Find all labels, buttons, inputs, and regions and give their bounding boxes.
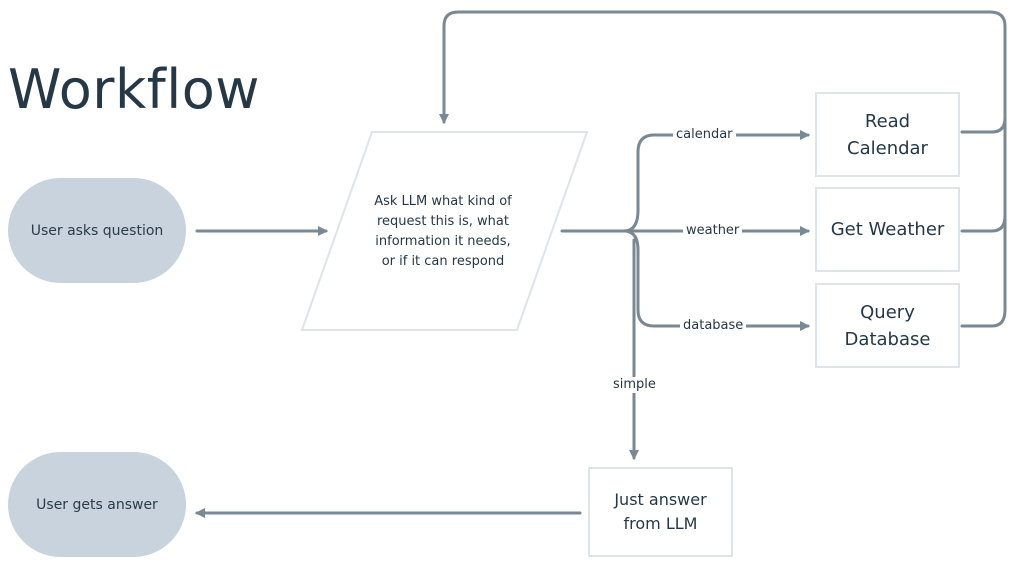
- query-database-label: Query Database: [844, 301, 931, 350]
- read-calendar-label: Read Calendar: [847, 110, 928, 159]
- user-gets-answer-node: User gets answer: [8, 452, 186, 557]
- edge-calendar-return: [960, 116, 1007, 134]
- classify-node-label: Ask LLM what kind of request this is, wh…: [374, 194, 512, 269]
- user-asks-question-label: User asks question: [30, 222, 164, 239]
- get-weather-label: Get Weather: [830, 219, 945, 240]
- user-gets-answer-label: User gets answer: [36, 496, 158, 513]
- just-answer-label: Just answer from LLM: [614, 490, 707, 533]
- edge-label-weather: weather: [683, 223, 743, 239]
- edge-label-calendar: calendar: [673, 127, 736, 143]
- edge-label-database: database: [680, 318, 747, 334]
- edge-database-return: [960, 308, 1007, 328]
- query-database-node: Query Database: [815, 283, 960, 368]
- read-calendar-node: Read Calendar: [815, 92, 960, 177]
- user-asks-question-node: User asks question: [8, 178, 186, 283]
- edge-to-database: [622, 229, 810, 331]
- get-weather-node: Get Weather: [815, 187, 960, 272]
- edge-label-simple: simple: [610, 377, 659, 393]
- page-title: Workflow: [8, 58, 260, 121]
- edge-weather-return: [960, 214, 1007, 233]
- classify-parallelogram: [300, 131, 589, 331]
- edge-to-calendar: [622, 130, 810, 233]
- edge-loop-back: [439, 10, 1007, 312]
- just-answer-node: Just answer from LLM: [588, 467, 733, 557]
